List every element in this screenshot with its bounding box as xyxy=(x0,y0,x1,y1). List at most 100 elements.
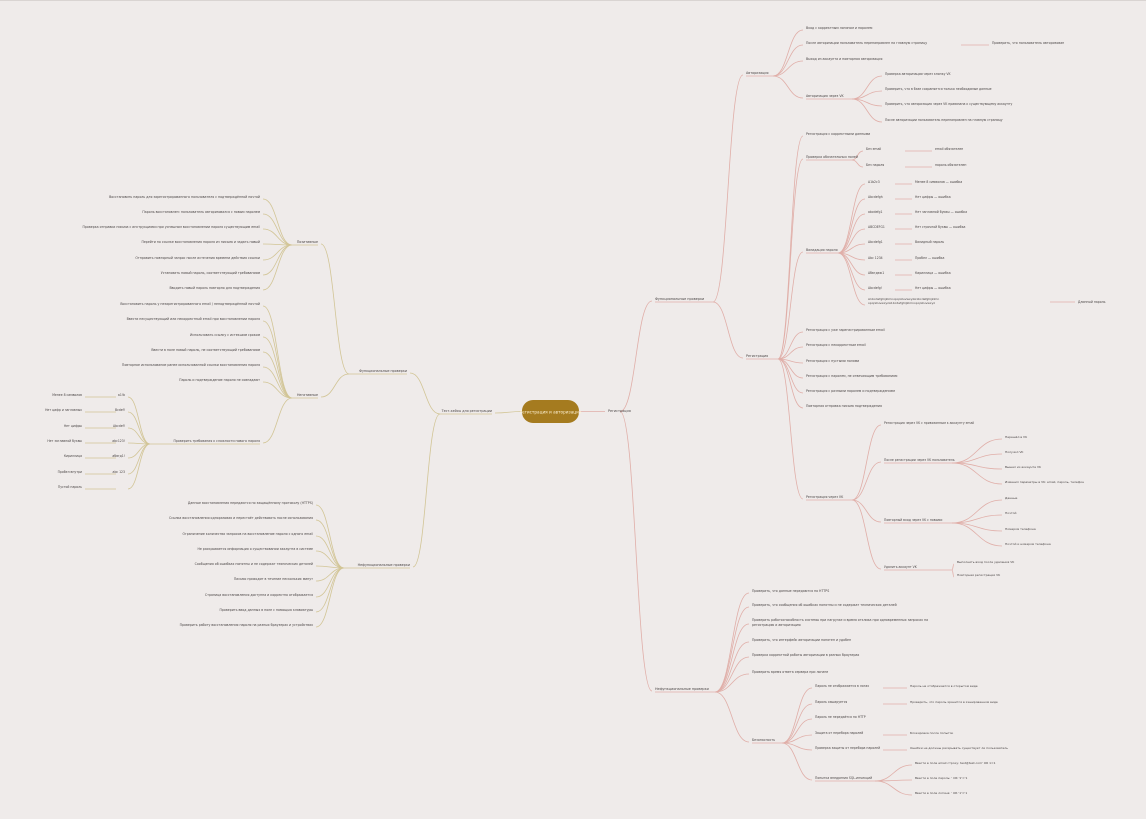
node-password-long-2[interactable]: opqrstuvwxyzA1bcdefghijklmnopqrstuvwxyz xyxy=(868,301,935,305)
node-проверить-что-данные-передаются-по-https[interactable]: Проверить, что данные передаются по HTTP… xyxy=(752,589,829,593)
node-проверить-работу-восстановления-пароля-н[interactable]: Проверить работу восстановления пароля н… xyxy=(180,623,313,627)
node-номером-телефона[interactable]: Номером телефона xyxy=(1005,527,1036,531)
node-проверить-ввод-данных-в-поле-с-помощью-к[interactable]: Проверить ввод данных в поле с помощью к… xyxy=(220,608,314,612)
node-ограничение-количества-запросов-на-восст[interactable]: Ограничение количества запросов на восст… xyxy=(183,532,314,536)
node-проверка-обязательных-полей[interactable]: Проверка обязательных полей xyxy=(806,155,858,159)
node-повторный-вход-через-vk-с-новыми[interactable]: Повторный вход через VK с новыми xyxy=(884,518,942,522)
node-проверить-что-интерфейс-авторизации-поня[interactable]: Проверить, что интерфейс авторизации пон… xyxy=(752,638,851,642)
node-пароль-не-передаётся-по-http[interactable]: Пароль не передаётся по HTTP xyxy=(815,715,866,719)
node-регистрация-с-некорректным-email[interactable]: Регистрация с некорректным email xyxy=(806,343,866,347)
node-abc-1234[interactable]: Abc 1234 xyxy=(868,256,883,260)
branch-nonfunctional-right[interactable]: Нефункциональные проверки xyxy=(655,687,709,691)
node-authorization[interactable]: Авторизация xyxy=(746,71,769,75)
node-без-email[interactable]: Без email xyxy=(866,147,881,151)
node-валидация-пароля[interactable]: Валидация пароля xyxy=(806,248,838,252)
node-note[interactable]: Нет заглавной буквы — ошибка xyxy=(915,210,967,214)
node-сообщения-об-ошибках-понятны-и-не-содерж[interactable]: Сообщения об ошибках понятны и не содерж… xyxy=(195,562,313,566)
node-пароль-не-отображается-в-логах[interactable]: Пароль не отображается в логах xyxy=(815,684,869,688)
node-note[interactable]: пароль обязателен xyxy=(935,163,966,167)
node-проверка-корректной-работы-авторизации-в[interactable]: Проверка корректной работы авторизации в… xyxy=(752,653,859,657)
node-example[interactable]: abc123! xyxy=(112,439,125,443)
node-проверка-защиты-от-перебора-паролей[interactable]: Проверка защиты от перебора паролей xyxy=(815,746,880,750)
node-note[interactable]: Пробел — ошибка xyxy=(915,256,945,260)
node-нет-цифры[interactable]: Нет цифры xyxy=(64,424,83,428)
node-повторная-отправка-письма-подтверждения[interactable]: Повторная отправка письма подтверждения xyxy=(806,404,882,408)
branch-functional-right[interactable]: Функциональные проверки xyxy=(655,297,704,301)
node-нет-цифр-и-заглавных[interactable]: Нет цифр и заглавных xyxy=(45,408,82,412)
node-восстановить-пароль-для-зарегистрированн[interactable]: Восстановить пароль для зарегистрированн… xyxy=(109,195,260,199)
node-регистрация-с-корректными-данными[interactable]: Регистрация с корректными данными xyxy=(806,132,870,136)
node-abcdefg[interactable]: Abcdefg! xyxy=(868,286,882,290)
node-безопасность[interactable]: Безопасность xyxy=(752,738,775,742)
node-нет-заглавной-буквы[interactable]: Нет заглавной буквы xyxy=(47,439,82,443)
node-перейти-по-ссылке-восстановления-пароля-[interactable]: Перейти по ссылке восстановления пароля … xyxy=(141,240,260,244)
node-защита-от-перебора-паролей[interactable]: Защита от перебора паролей xyxy=(815,731,863,735)
node-ввести-в-поле-пароль-or-1-1[interactable]: Ввести в поле пароль: ' OR '1'='1 xyxy=(915,776,967,780)
node-пустой-пароль[interactable]: Пустой пароль xyxy=(58,485,82,489)
node-note[interactable]: Ошибки не должны раскрывать существует л… xyxy=(910,746,1008,750)
node-проверить-что-сообщения-об-ошибках-понят[interactable]: Проверить, что сообщения об ошибках поня… xyxy=(752,603,897,607)
node-registration[interactable]: Регистрация xyxy=(746,354,768,358)
node-note[interactable]: Пароль не отображается в открытом виде xyxy=(910,684,978,688)
node-ввести-в-поле-email-строку-test-test-com[interactable]: Ввести в поле email строку: test@test.co… xyxy=(915,761,996,765)
node-password-long[interactable]: A1bcdefghijklmnopqrstuvwxyzA1bcdefghijkl… xyxy=(868,297,939,301)
node-проверка-авторизации-через-кнопку-vk[interactable]: Проверка авторизации через кнопку VK xyxy=(885,72,951,76)
node-example[interactable]: абвгд1! xyxy=(112,454,125,458)
node-после-авторизации-пользователь-перенапра[interactable]: После авторизации пользователь перенапра… xyxy=(806,41,927,45)
node-вход-с-корректным-логином-и-паролем[interactable]: Вход с корректным логином и паролем xyxy=(806,26,873,30)
node-positive[interactable]: Позитивные xyxy=(297,240,318,244)
node-изменил-параметры-в-vk-email-пароль-теле[interactable]: Изменил параметры в VK: email, пароль, т… xyxy=(1005,480,1084,484)
node-ввести-в-поле-логина-or-1-1[interactable]: Ввести в поле логина: ' OR '1'='1 xyxy=(915,791,967,795)
node-note[interactable]: Блокировка после попыток xyxy=(910,731,954,735)
node-example[interactable]: a1!b xyxy=(118,393,125,397)
node-пробел-внутри[interactable]: Пробел внутри xyxy=(58,470,82,474)
root-node[interactable]: Регистрация и авторизация Регистрация xyxy=(520,400,631,423)
node-note[interactable]: Нет строчной буквы — ошибка xyxy=(915,225,966,229)
node-a1b2c3[interactable]: A1b2c3 xyxy=(868,180,880,184)
node-выполнить-вход-после-удаления-vk[interactable]: Выполнить вход после удаления VK xyxy=(957,560,1015,564)
node-abcdefg1[interactable]: ABCDEFG1 xyxy=(868,225,885,229)
node-note[interactable]: Кириллица — ошибка xyxy=(915,271,951,275)
node-данные[interactable]: Данные xyxy=(1005,496,1017,500)
node-использовать-ссылку-с-истекшим-сроком[interactable]: Использовать ссылку с истекшим сроком xyxy=(190,333,261,337)
node-note[interactable]: Проверить, что пользователь авторизован xyxy=(992,41,1064,45)
root-node-shape[interactable] xyxy=(522,400,579,423)
node-регистрация-через-vk[interactable]: Регистрация через VK xyxy=(806,495,844,499)
node-получил-vk[interactable]: Получил VK xyxy=(1005,450,1024,454)
node-example[interactable]: Bcdef! xyxy=(115,408,125,412)
node-note[interactable]: Валидный пароль xyxy=(915,240,944,244)
node-авторизация-через-vk[interactable]: Авторизация через VK xyxy=(806,94,844,98)
node-ссылка-восстановления-одноразовая-и-пере[interactable]: Ссылка восстановления одноразовая и пере… xyxy=(169,516,313,520)
node-пароль-восстановлен-пользователь-авториз[interactable]: Пароль восстановлен: пользователь автори… xyxy=(142,210,260,214)
node-выход-из-аккаунта-и-повторная-авторизаци[interactable]: Выход из аккаунта и повторная авторизаци… xyxy=(806,57,883,61)
node-после-авторизации-пользователь-перенапра[interactable]: После авторизации пользователь перенапра… xyxy=(885,118,1003,122)
node-ввести-несуществующий-или-некорректный-e[interactable]: Ввести несуществующий или некорректный e… xyxy=(127,317,261,321)
node-регистрация-через-vk-с-привязанным-к-акк[interactable]: Регистрация через VK с привязанным к акк… xyxy=(884,421,974,425)
node-данные-восстановления-передаются-по-защи[interactable]: Данные восстановления передаются по защи… xyxy=(188,501,313,505)
node-без-пароля[interactable]: Без пароля xyxy=(866,163,884,167)
node-попытка-внедрения-sql-инъекций[interactable]: Попытка внедрения SQL-инъекций xyxy=(815,776,872,780)
node-проверить-что-авторизация-через-vk-привя[interactable]: Проверить, что авторизация через VK прив… xyxy=(885,102,1012,106)
node-note[interactable]: Проверить, что пароль хранится в хэширов… xyxy=(910,700,998,704)
node-negative[interactable]: Негативные xyxy=(297,393,318,397)
node-abcdefgh[interactable]: Abcdefgh xyxy=(868,195,883,199)
node-пароль-хэшируется[interactable]: Пароль хэшируется xyxy=(815,700,847,704)
node-после-регистрации-через-vk-пользователь[interactable]: После регистрации через VK пользователь xyxy=(884,458,955,462)
node-note[interactable]: Нет цифры — ошибка xyxy=(915,286,951,290)
node-удалить-аккаунт-vk[interactable]: Удалить аккаунт VK xyxy=(884,565,918,569)
node-abcdefg1[interactable]: abcdefg1 xyxy=(868,210,882,214)
node-ввести-в-поле-новый-пароль-не-соответств[interactable]: Ввести в поле новый пароль, не соответст… xyxy=(151,348,260,352)
node-почтой[interactable]: Почтой xyxy=(1005,511,1016,515)
node-note[interactable]: email обязателен xyxy=(935,147,963,151)
node-вводить-новый-пароль-повторно-для-подтве[interactable]: Вводить новый пароль повторно для подтве… xyxy=(169,286,260,290)
node-example[interactable]: abc 123 xyxy=(113,470,125,474)
branch-functional-left[interactable]: Функциональные проверки xyxy=(359,369,407,373)
node-перешёл-в-vk[interactable]: Перешёл в VK xyxy=(1005,435,1028,439)
node-example[interactable]: Abcdef! xyxy=(113,424,125,428)
node-note[interactable]: Менее 8 символов — ошибка xyxy=(915,180,962,184)
branch-left-hub[interactable]: Тест-кейсы для регистрации xyxy=(441,409,492,413)
node-вышел-из-аккаунта-vk[interactable]: Вышел из аккаунта VK xyxy=(1005,465,1042,469)
node-abcdefg1[interactable]: Abcdefg1 xyxy=(868,240,883,244)
node-проверить-время-ответа-сервера-при-логин[interactable]: Проверить время ответа сервера при логин… xyxy=(752,670,828,674)
